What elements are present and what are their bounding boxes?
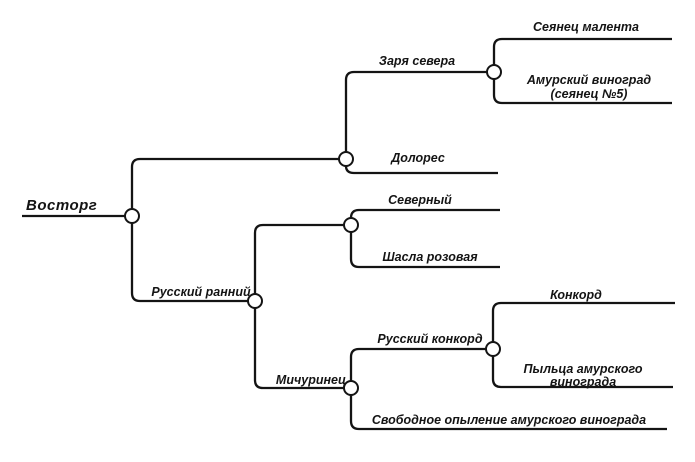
junction-node-russkiy-ranniy (247, 293, 263, 309)
label-russkiy-konkord: Русский конкорд (377, 332, 482, 346)
edge-russkiy-konkord-line (349, 347, 486, 381)
junction-node-root (124, 208, 140, 224)
label-svobodnoe-opylenie: Свободное опыление амурского винограда (372, 413, 646, 427)
label-pyltsa-line2: винограда (550, 375, 616, 389)
label-root-vostorg: Восторг (26, 197, 97, 214)
edge-svobodnoe-line (349, 395, 667, 431)
label-amursky-vinograd-line1: Амурский виноград (526, 73, 652, 87)
junction-node-zarya-severa (486, 64, 502, 80)
edge-root-to-upper-cross (130, 157, 339, 209)
edge-seyanets-malenta-line (492, 37, 672, 65)
edge-amursky-vinograd-line (492, 79, 672, 105)
edge-ranniy-to-upper-cross (253, 223, 344, 294)
junction-node-russkiy-konkord (485, 341, 501, 357)
edge-dolores-line (344, 165, 498, 175)
edge-severny-line (349, 208, 500, 219)
edges (22, 37, 675, 431)
junction-node-michurinets (343, 380, 359, 396)
label-konkord: Конкорд (550, 288, 602, 302)
labels: Восторг Заря севера Сеянец малента Амурс… (26, 20, 651, 427)
junction-node-severny-shasla-cross (343, 217, 359, 233)
label-amursky-vinograd-line2: (сеянец №5) (551, 87, 628, 101)
edge-konkord-line (491, 301, 675, 342)
label-pyltsa-line1: Пыльца амурского (524, 362, 643, 376)
label-shasla-rozovaya: Шасла розовая (382, 250, 478, 264)
edge-michurinets-line (253, 308, 344, 390)
edge-shasla-line (349, 232, 500, 269)
edge-pyltsa-line (491, 356, 673, 389)
junction-nodes (124, 64, 502, 396)
junction-node-upper-cross (338, 151, 354, 167)
edge-russkiy-ranniy-line (130, 223, 248, 303)
edge-zarya-severa-line (344, 70, 487, 152)
label-michurinets: Мичуринец (276, 373, 346, 387)
label-seyanets-malenta: Сеянец малента (533, 20, 639, 34)
label-zarya-severa: Заря севера (379, 54, 455, 68)
label-severny: Северный (388, 193, 452, 207)
label-russkiy-ranniy: Русский ранний (151, 285, 251, 299)
label-dolores: Долорес (390, 151, 445, 165)
